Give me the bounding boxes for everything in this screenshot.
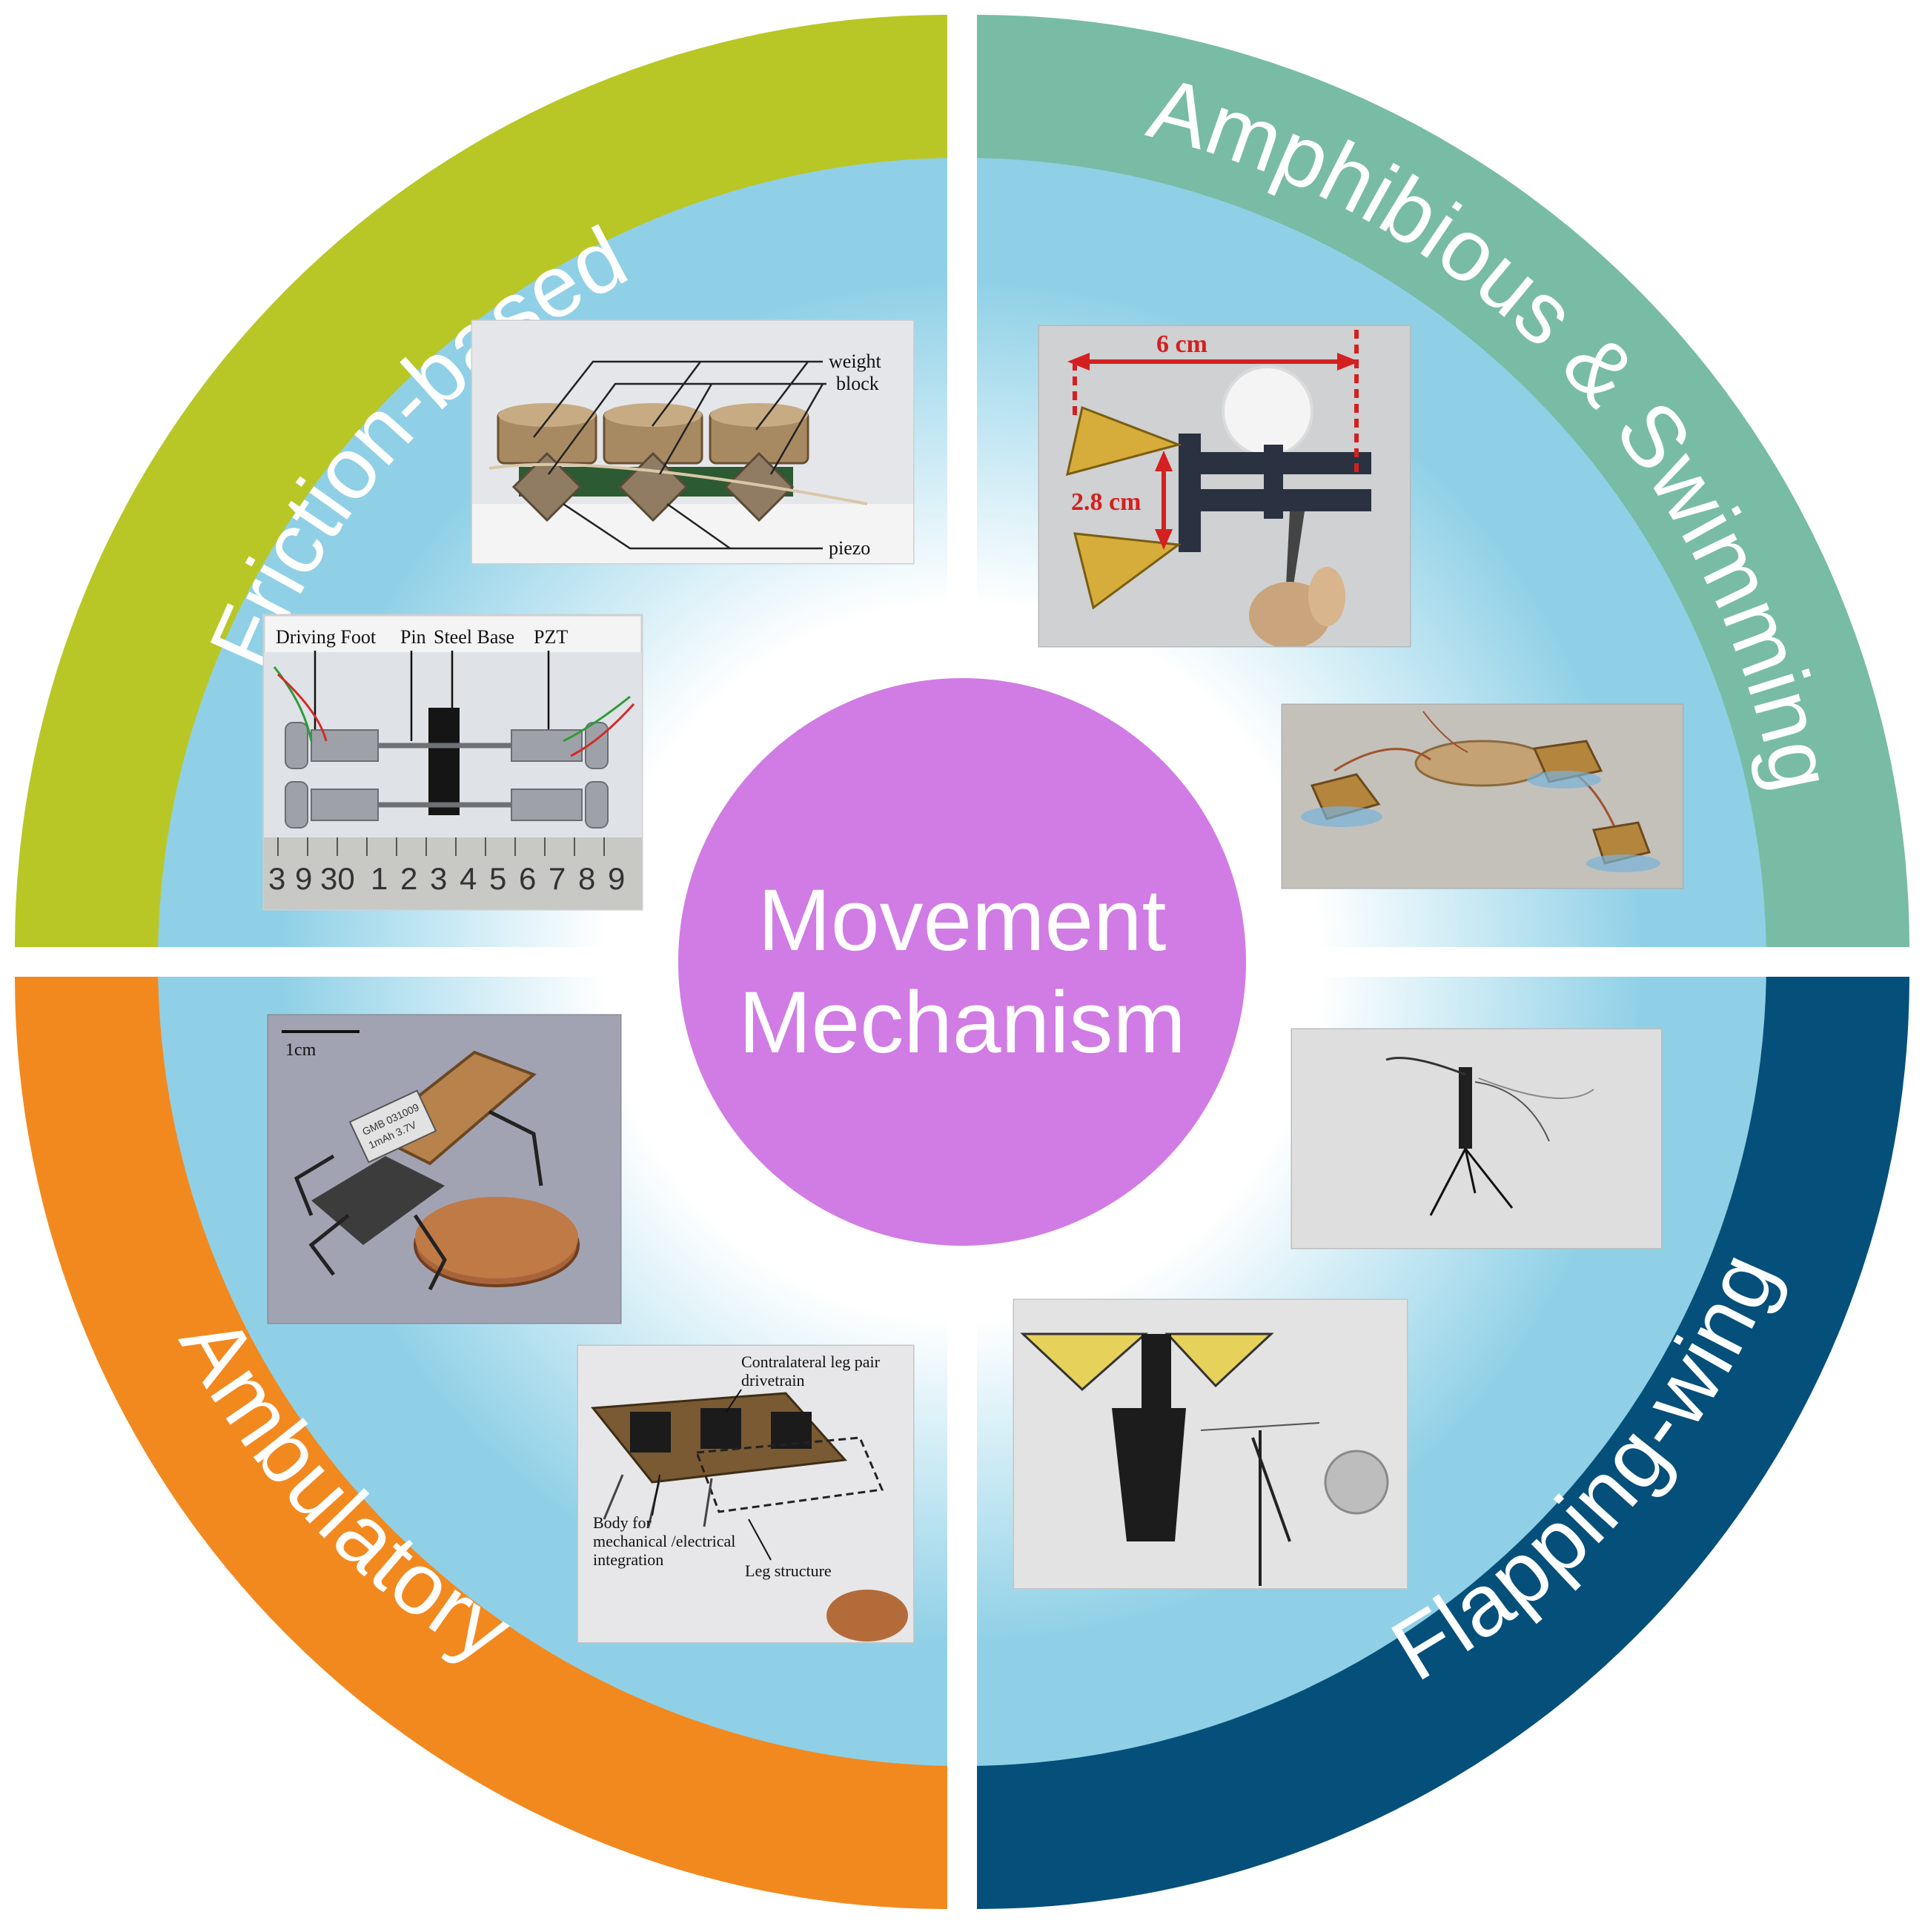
label-drivetrain: drivetrain [741, 1371, 805, 1390]
label-pzt: PZT [534, 626, 568, 648]
center-circle [678, 678, 1246, 1246]
label-piezo: piezo [829, 537, 870, 559]
ruler-number: 2 [400, 861, 417, 896]
ruler-number: 9 [295, 861, 312, 896]
label-body-line2: mechanical /electrical [593, 1532, 735, 1550]
label-steel-base: Steel Base [434, 626, 514, 648]
label-leg-pair: Contralateral leg pair [741, 1352, 881, 1371]
ruler-number: 30 [320, 861, 355, 896]
label-body-line1: Body for [593, 1513, 652, 1532]
photo-flapping-wing-robots-with-dime [1013, 1298, 1408, 1590]
photo-piezo-block-robot: weight block piezo [471, 319, 915, 565]
scale-bar-label: 1cm [285, 1040, 317, 1060]
photo-fin-swimming-robot: 6 cm 2.8 cm [1038, 325, 1411, 648]
dimension-height: 2.8 cm [1071, 488, 1141, 516]
ruler-number: 4 [460, 861, 477, 896]
photo-water-walking-robot [1281, 703, 1684, 889]
label-driving-foot: Driving Foot [276, 626, 377, 648]
center-label-line2: Mechanism [738, 974, 1185, 1072]
photo-insect-flapping-robot [1290, 1028, 1663, 1249]
photo-hamr-robot-on-penny: 1cm GMB 031009 1mAh 3.7V [267, 1014, 622, 1324]
photo-pzt-robot-on-ruler: Driving Foot Pin Steel Base PZT [262, 614, 643, 911]
center-label-line1: Movement [758, 872, 1167, 969]
label-body-line3: integration [593, 1550, 663, 1569]
ruler-number: 5 [489, 861, 506, 896]
ruler-number: 8 [578, 861, 595, 896]
dimension-width: 6 cm [1156, 331, 1207, 358]
ruler-number: 1 [371, 861, 388, 896]
ruler-number: 3 [430, 861, 447, 896]
label-block: block [836, 373, 879, 394]
ruler-number: 6 [519, 861, 536, 896]
ruler-number: 3 [268, 861, 285, 896]
ruler-number: 9 [608, 861, 625, 896]
label-weight: weight [829, 351, 882, 372]
label-pin: Pin [400, 626, 426, 648]
photo-quadruped-robot-annotated: Contralateral leg pair drivetrain Body f… [577, 1344, 915, 1644]
ruler-number: 7 [549, 861, 566, 896]
label-leg-structure: Leg structure [745, 1561, 832, 1580]
